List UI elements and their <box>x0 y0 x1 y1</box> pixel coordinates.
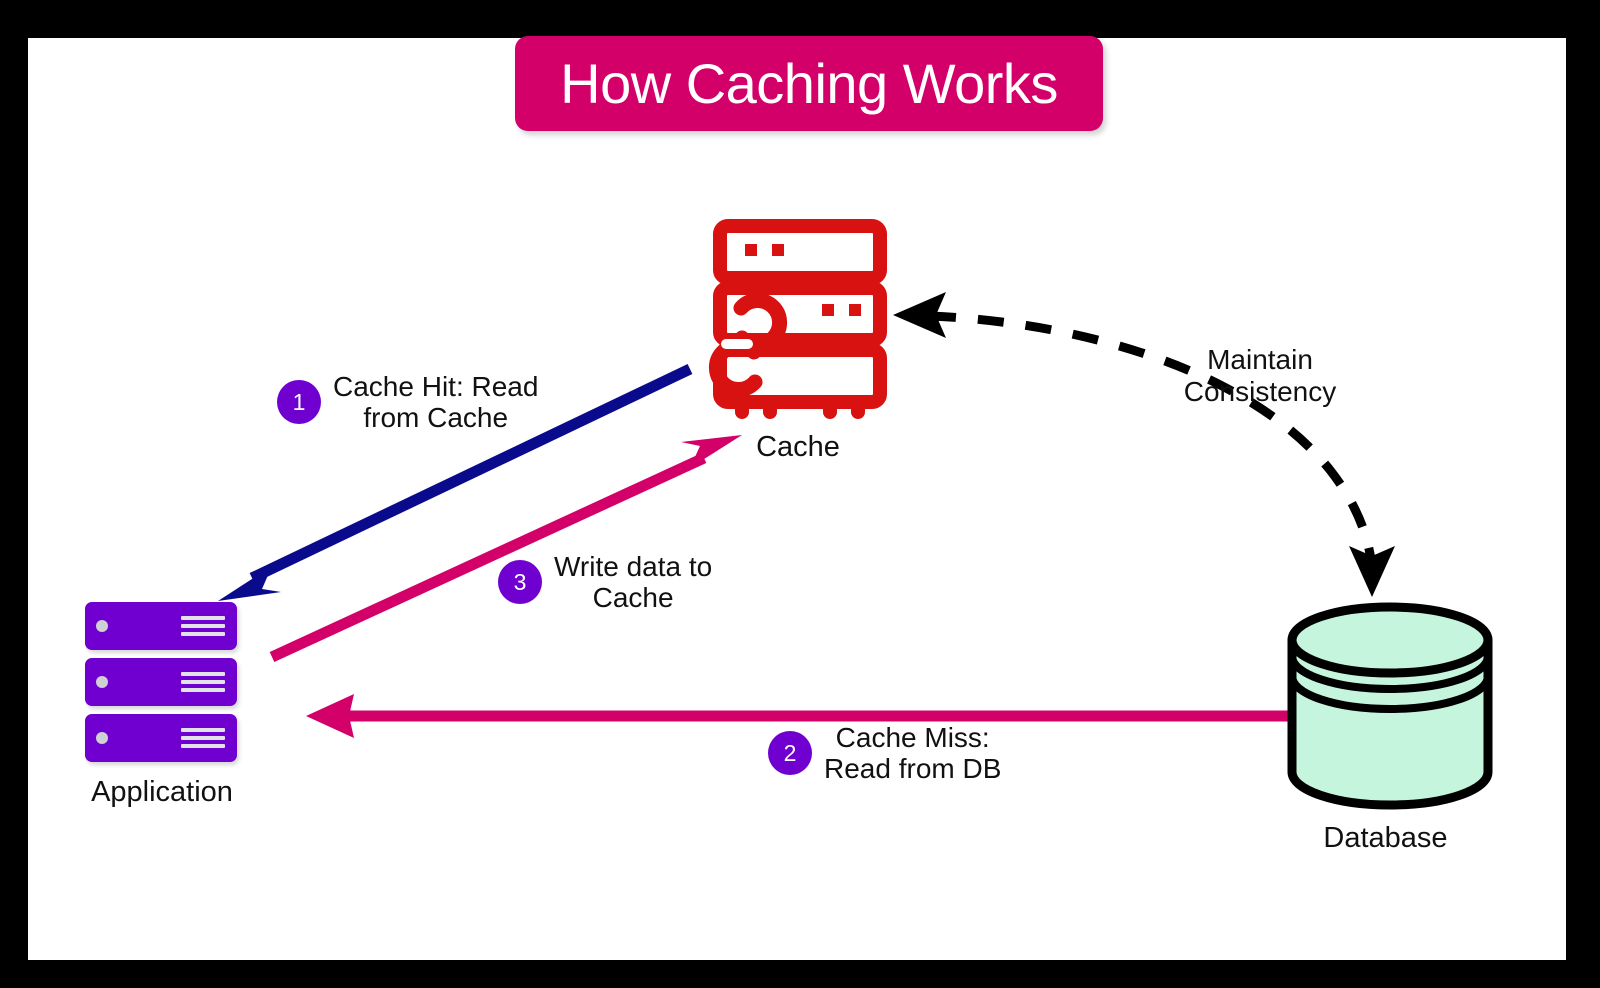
annotation-maintain-consistency: Maintain Consistency <box>1183 344 1337 407</box>
step-badge-2: 2 <box>768 731 812 776</box>
status-dot-icon <box>96 676 108 688</box>
page-title: How Caching Works <box>560 51 1058 115</box>
server-blade <box>85 602 237 650</box>
step-text-2: Cache Miss: Read from DB <box>824 722 1002 785</box>
page-title-banner: How Caching Works <box>515 36 1103 131</box>
server-blade <box>85 658 237 706</box>
step-text-1: Cache Hit: Read from Cache <box>333 371 539 434</box>
step-badge-1: 1 <box>277 380 321 425</box>
node-label-cache: Cache <box>756 431 840 463</box>
node-label-database: Database <box>1323 822 1448 854</box>
step-text-3: Write data to Cache <box>554 551 713 614</box>
status-dot-icon <box>96 732 108 744</box>
status-dot-icon <box>96 620 108 632</box>
step-label-1: 1 Cache Hit: Read from Cache <box>277 371 538 434</box>
vent-bars-icon <box>181 728 225 749</box>
vent-bars-icon <box>181 672 225 693</box>
step-label-2: 2 Cache Miss: Read from DB <box>768 722 1001 785</box>
node-label-application: Application <box>91 776 233 808</box>
vent-bars-icon <box>181 616 225 637</box>
step-badge-3: 3 <box>498 560 542 605</box>
server-blade <box>85 714 237 762</box>
step-label-3: 3 Write data to Cache <box>498 551 712 614</box>
server-stack-icon <box>85 602 237 762</box>
